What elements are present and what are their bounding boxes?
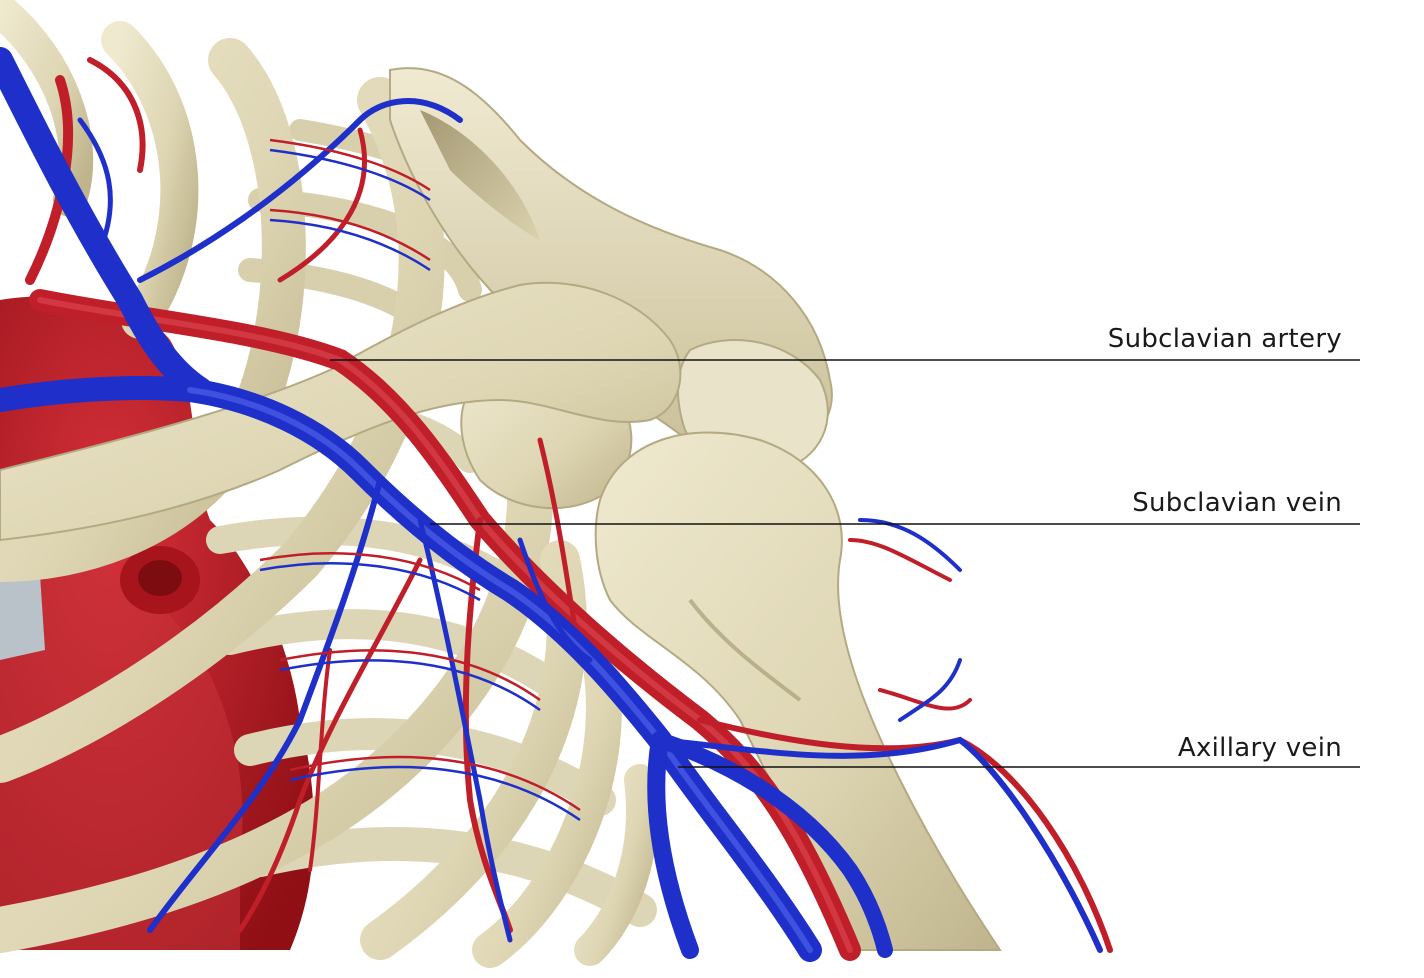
clavicle — [0, 281, 682, 542]
intercostal-vessels — [259, 138, 581, 822]
veins — [0, 47, 1103, 962]
label-subclavian-artery: Subclavian artery — [1107, 324, 1342, 354]
label-axillary-vein: Axillary vein — [1177, 733, 1342, 763]
label-subclavian-vein: Subclavian vein — [1132, 488, 1342, 518]
humerus — [594, 431, 1002, 951]
